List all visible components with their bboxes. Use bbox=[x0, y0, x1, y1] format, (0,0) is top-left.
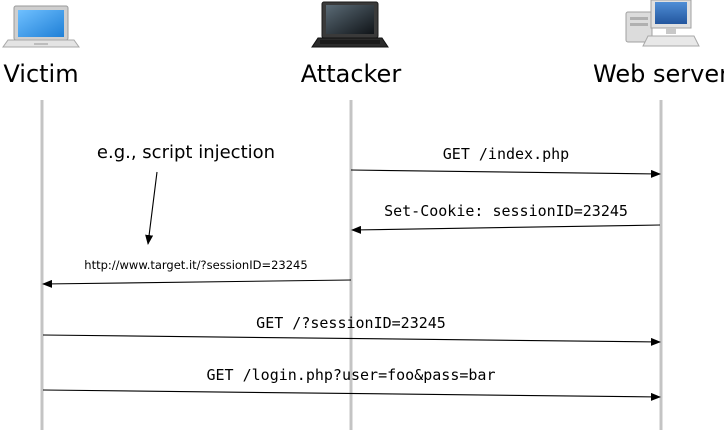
message-label-target-url: http://www.target.it/?sessionID=23245 bbox=[84, 258, 307, 272]
message-arrow-get-login bbox=[42, 389, 661, 401]
message-arrow-get-session bbox=[42, 334, 661, 346]
message-label-get-index: GET /index.php bbox=[443, 145, 569, 163]
message-label-get-session: GET /?sessionID=23245 bbox=[256, 314, 446, 332]
note-arrow bbox=[145, 171, 158, 245]
message-arrow-set-cookie bbox=[351, 224, 661, 234]
message-label-set-cookie: Set-Cookie: sessionID=23245 bbox=[384, 202, 628, 220]
message-arrow-get-index bbox=[350, 169, 661, 178]
actor-label-attacker: Attacker bbox=[301, 60, 402, 88]
actor-label-victim: Victim bbox=[3, 60, 78, 88]
message-arrow-target-url bbox=[42, 279, 352, 288]
server-computer-icon bbox=[625, 0, 700, 47]
victim-laptop-icon bbox=[2, 5, 80, 48]
message-label-get-login: GET /login.php?user=foo&pass=bar bbox=[207, 366, 496, 384]
attacker-laptop-icon bbox=[311, 1, 389, 48]
note-label: e.g., script injection bbox=[97, 142, 275, 163]
actor-label-server: Web server bbox=[593, 60, 724, 88]
